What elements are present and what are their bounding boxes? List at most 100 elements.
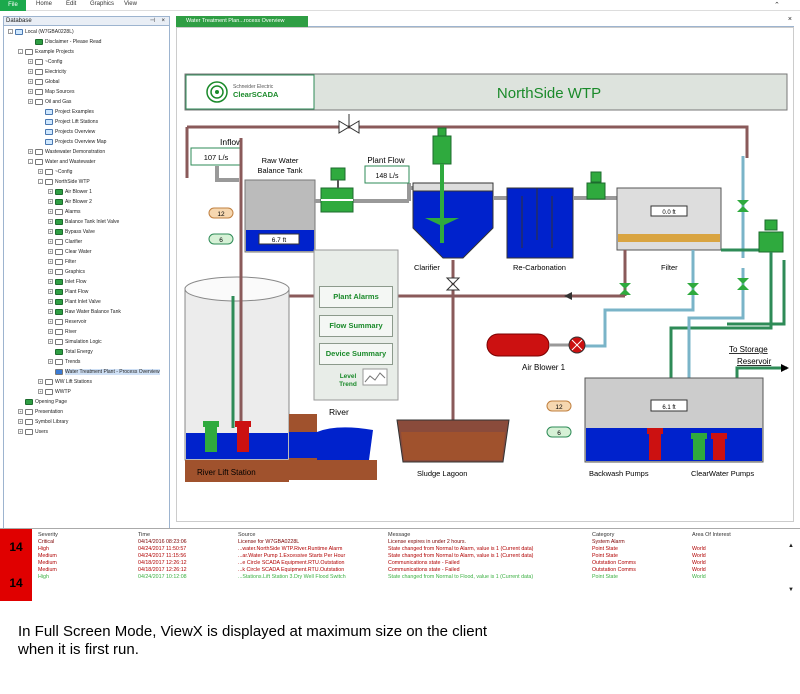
tree-item[interactable]: +Graphics — [48, 267, 85, 277]
expand-icon[interactable]: + — [18, 409, 23, 415]
expand-icon[interactable]: + — [48, 219, 53, 225]
expand-icon[interactable]: + — [48, 229, 53, 235]
alarm-cell-time[interactable]: 04/24/2017 10:12:08 — [138, 574, 187, 580]
alarm-cell-message[interactable]: State changed from Normal to Flood, valu… — [388, 574, 534, 580]
expand-icon[interactable]: + — [48, 289, 53, 295]
tree-item[interactable]: +Balance Tank Inlet Valve — [48, 217, 119, 227]
column-header-area[interactable]: Area Of Interest — [692, 532, 731, 538]
alarm-cell-severity[interactable]: Medium — [38, 567, 57, 573]
tab-process-overview[interactable]: Water Treatment Plan...rocess Overview — [176, 16, 308, 27]
expand-icon[interactable]: + — [48, 239, 53, 245]
tree-item[interactable]: +Raw Water Balance Tank — [48, 307, 121, 317]
alarm-cell-category[interactable]: Outstation Comms — [592, 560, 636, 566]
ribbon-tab-file[interactable]: File — [0, 0, 26, 11]
tree-item[interactable]: +Clarifier — [48, 237, 82, 247]
tree-item[interactable]: +Alarms — [48, 207, 81, 217]
pin-icon[interactable]: ⊣ — [149, 18, 155, 24]
alarm-cell-time[interactable]: 04/18/2017 12:26:12 — [138, 560, 187, 566]
alarm-count-badge-1[interactable]: 14 — [0, 529, 32, 565]
tree-item[interactable]: +~Config — [28, 57, 62, 67]
alarm-cell-category[interactable]: Outstation Comms — [592, 567, 636, 573]
ribbon-tab-graphics[interactable]: Graphics — [90, 1, 115, 7]
expand-icon[interactable]: + — [48, 189, 53, 195]
alarm-cell-time[interactable]: 04/24/2017 11:50:57 — [138, 546, 187, 552]
alarm-cell-source[interactable]: License for W7GBA0228L — [238, 539, 300, 545]
alarm-cell-severity[interactable]: Medium — [38, 553, 57, 559]
column-header-time[interactable]: Time — [138, 532, 151, 538]
collapse-icon[interactable]: - — [38, 179, 43, 185]
tree-item[interactable]: +Simulation Logic — [48, 337, 102, 347]
expand-icon[interactable]: + — [18, 419, 23, 425]
collapse-icon[interactable]: - — [18, 49, 23, 55]
collapse-icon[interactable]: - — [28, 159, 33, 165]
scroll-down-icon[interactable]: ▼ — [788, 587, 794, 593]
alarm-cell-category[interactable]: Point State — [592, 546, 618, 552]
expand-icon[interactable]: + — [48, 309, 53, 315]
expand-icon[interactable]: + — [48, 359, 53, 365]
expand-icon[interactable]: + — [28, 69, 33, 75]
ribbon-tab-view[interactable]: View — [124, 1, 137, 7]
tree-item[interactable]: +WW Lift Stations — [38, 377, 92, 387]
tree-item[interactable]: Disclaimer - Please Read — [28, 37, 101, 47]
expand-icon[interactable]: + — [28, 99, 33, 105]
alarm-count-badge-2[interactable]: 14 — [0, 565, 32, 601]
ribbon-collapse-icon[interactable]: ⌃ — [774, 2, 780, 9]
expand-icon[interactable]: + — [48, 269, 53, 275]
close-icon[interactable]: × — [161, 18, 165, 24]
alarm-cell-time[interactable]: 04/24/2017 11:15:56 — [138, 553, 187, 559]
tree-item[interactable]: +Reservoir — [48, 317, 86, 327]
alarm-cell-source[interactable]: ...e Circle SCADA Equipment.RTU.Outstati… — [238, 560, 345, 566]
tree-item[interactable]: +Wastewater Demonstration — [28, 147, 105, 157]
alarm-cell-message[interactable]: Communications state - Failed — [388, 567, 460, 573]
alarm-cell-area[interactable]: World — [692, 546, 706, 552]
expand-icon[interactable]: + — [48, 259, 53, 265]
tree-item[interactable]: +Users — [18, 427, 48, 437]
ribbon-tab-edit[interactable]: Edit — [66, 1, 77, 7]
alarm-cell-source[interactable]: ...water.NorthSide WTP.River.Runtime Ala… — [238, 546, 343, 552]
expand-icon[interactable]: + — [28, 79, 33, 85]
expand-icon[interactable]: + — [38, 379, 43, 385]
expand-icon[interactable]: + — [48, 299, 53, 305]
alarm-cell-severity[interactable]: High — [38, 574, 49, 580]
alarm-cell-area[interactable]: World — [692, 560, 706, 566]
tree-item[interactable]: +Plant Inlet Valve — [48, 297, 101, 307]
tree-item[interactable]: +Inlet Flow — [48, 277, 86, 287]
tree-item[interactable]: Total Energy — [48, 347, 93, 357]
tree-item[interactable]: +~Config — [38, 167, 72, 177]
tree-item[interactable]: Water Treatment Plant - Process Overview — [48, 367, 160, 377]
tree-item[interactable]: +Electricity — [28, 67, 66, 77]
tree-item[interactable]: -NorthSide WTP — [38, 177, 90, 187]
tree-item[interactable]: +Map Sources — [28, 87, 74, 97]
tree-item[interactable]: +Plant Flow — [48, 287, 88, 297]
tab-close-icon[interactable]: × — [787, 16, 792, 23]
tree-item[interactable]: +River — [48, 327, 77, 337]
alarm-cell-category[interactable]: Point State — [592, 574, 618, 580]
tree-item[interactable]: -Water and Wastewater — [28, 157, 95, 167]
expand-icon[interactable]: + — [28, 89, 33, 95]
tree-item[interactable]: +Global — [28, 77, 59, 87]
expand-icon[interactable]: + — [48, 209, 53, 215]
tree-item[interactable]: +Presentation — [18, 407, 63, 417]
alarm-cell-area[interactable]: World — [692, 574, 706, 580]
expand-icon[interactable]: + — [48, 339, 53, 345]
tree-item[interactable]: +Air Blower 2 — [48, 197, 92, 207]
expand-icon[interactable]: + — [48, 329, 53, 335]
expand-icon[interactable]: + — [38, 389, 43, 395]
tree-item[interactable]: Projects Overview — [38, 127, 95, 137]
flow-summary-button[interactable]: Flow Summary — [319, 315, 393, 337]
alarm-cell-category[interactable]: System Alarm — [592, 539, 625, 545]
collapse-icon[interactable]: - — [8, 29, 13, 35]
column-header-category[interactable]: Category — [592, 532, 615, 538]
alarm-cell-source[interactable]: ...k Circle SCADA Equipment.RTU.Outstati… — [238, 567, 345, 573]
expand-icon[interactable]: + — [28, 149, 33, 155]
alarm-cell-message[interactable]: License expires in under 2 hours. — [388, 539, 467, 545]
alarm-cell-time[interactable]: 04/14/2016 08:23:06 — [138, 539, 187, 545]
column-header-message[interactable]: Message — [388, 532, 411, 538]
expand-icon[interactable]: + — [48, 249, 53, 255]
alarm-cell-source[interactable]: ...Stations.Lift Station 3.Dry Well Floo… — [238, 574, 346, 580]
tree-item[interactable]: +Filter — [48, 257, 76, 267]
expand-icon[interactable]: + — [48, 199, 53, 205]
alarm-cell-severity[interactable]: Critical — [38, 539, 55, 545]
alarm-cell-area[interactable]: World — [692, 567, 706, 573]
tree-item[interactable]: +Clear Water — [48, 247, 92, 257]
